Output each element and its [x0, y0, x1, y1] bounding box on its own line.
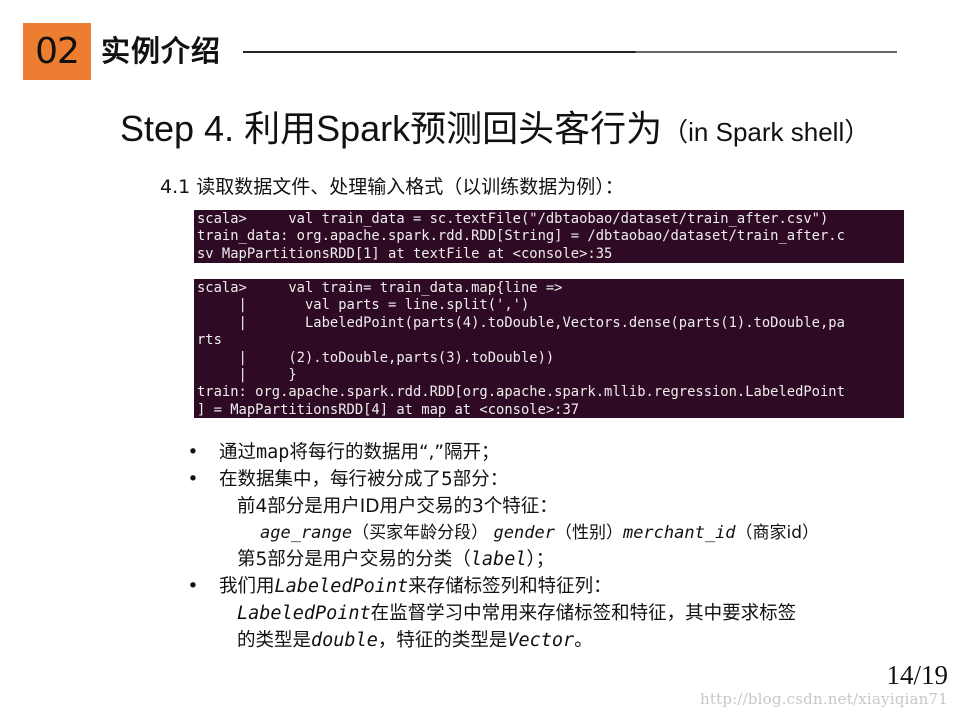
text-fragment: 在监督学习中常用来存储标签和特征，其中要求标签 — [370, 602, 797, 624]
bullet-text: 我们用LabeledPoint来存储标签列和特征列： — [219, 574, 612, 601]
slide-title: Step 4. 利用Spark预测回头客行为（in Spark shell） — [120, 104, 870, 157]
page-number: 14/19 — [886, 660, 948, 690]
sub-item-types: 的类型是double，特征的类型是Vector。 — [186, 628, 956, 655]
text-fragment: 的类型是 — [237, 629, 312, 651]
text-fragment: ，特征的类型是 — [377, 629, 508, 651]
slide-title-paren: （in Spark shell） — [662, 117, 871, 147]
step-subheading: 4.1 读取数据文件、处理输入格式（以训练数据为例）： — [160, 176, 624, 198]
terminal-line: sv MapPartitionsRDD[1] at textFile at <c… — [197, 245, 613, 262]
text-fragment: 来存储标签列和特征列： — [408, 575, 612, 597]
terminal-line: | LabeledPoint(parts(4).toDouble,Vectors… — [197, 314, 845, 331]
bullet-text: 在数据集中，每行被分成了5部分： — [219, 468, 509, 490]
watermark-url: http://blog.csdn.net/xiayiqian71 — [700, 690, 948, 708]
terminal-line: | } — [197, 367, 297, 384]
feature-list: age_range（买家年龄分段） gender（性别）merchant_id（… — [186, 520, 956, 547]
bullet-text: 通过map将每行的数据用“,”隔开； — [219, 440, 500, 467]
terminal-line: train_data: org.apache.spark.rdd.RDD[Str… — [197, 228, 845, 245]
sub-item-text: 第5部分是用户交易的分类（label）； — [237, 547, 554, 574]
bullet-icon: • — [187, 468, 199, 490]
section-number: 02 — [35, 31, 80, 72]
terminal-line: ] = MapPartitionsRDD[4] at map at <conso… — [197, 401, 580, 418]
sub-item-text: 前4部分是用户ID用户交易的3个特征： — [237, 495, 558, 517]
feature-gender: gender — [493, 523, 555, 544]
text-fragment: 将每行的数据用“,”隔开； — [289, 442, 500, 463]
text-fragment: （商家id） — [735, 523, 820, 544]
terminal-line: train: org.apache.spark.rdd.RDD[org.apac… — [197, 384, 845, 401]
terminal-line: | val parts = line.split(',') — [197, 297, 530, 314]
sub-item-labeledpoint-desc: LabeledPoint在监督学习中常用来存储标签和特征，其中要求标签 — [186, 601, 956, 628]
bullet-item-labeledpoint: • 我们用LabeledPoint来存储标签列和特征列： — [186, 574, 956, 601]
terminal-line: rts — [197, 332, 222, 349]
text-fragment: （买家年龄分段） — [352, 523, 494, 544]
sub-item-text: LabeledPoint在监督学习中常用来存储标签和特征，其中要求标签 — [237, 601, 796, 628]
section-number-badge: 02 — [23, 23, 91, 80]
sub-item-fifth-part: 第5部分是用户交易的分类（label）； — [186, 547, 956, 574]
feature-merchant-id: merchant_id — [622, 523, 736, 544]
text-fragment: 我们用 — [219, 575, 275, 597]
text-fragment: （性别） — [554, 523, 623, 544]
bullet-icon: • — [187, 575, 199, 597]
terminal-screenshot-map-labeledpoint: scala> val train= train_data.map{line =>… — [194, 279, 904, 418]
code-fragment: double — [311, 629, 378, 651]
code-fragment: Vector — [507, 629, 575, 651]
header-divider — [243, 51, 897, 53]
text-fragment: 。 — [574, 629, 593, 651]
bullet-icon: • — [187, 442, 199, 463]
feature-list-text: age_range（买家年龄分段） gender（性别）merchant_id（… — [260, 520, 819, 547]
terminal-line: scala> val train_data = sc.textFile("/db… — [197, 211, 829, 227]
bullet-item-five-parts: • 在数据集中，每行被分成了5部分： — [186, 467, 956, 494]
bullet-item-map-split: • 通过map将每行的数据用“,”隔开； — [186, 440, 956, 467]
terminal-screenshot-read-file: scala> val train_data = sc.textFile("/db… — [194, 210, 904, 263]
sub-item-first-four-parts: 前4部分是用户ID用户交易的3个特征： — [186, 494, 956, 521]
code-fragment: LabeledPoint — [237, 602, 371, 624]
terminal-line: | (2).toDouble,parts(3).toDouble)) — [197, 349, 555, 366]
code-fragment: LabeledPoint — [274, 575, 409, 597]
explanation-list: • 通过map将每行的数据用“,”隔开； • 在数据集中，每行被分成了5部分： … — [186, 440, 956, 654]
terminal-line: scala> val train= train_data.map{line => — [197, 280, 563, 296]
code-fragment: label — [470, 549, 527, 571]
slide-title-main: Step 4. 利用Spark预测回头客行为 — [120, 108, 663, 149]
text-fragment: 第5部分是用户交易的分类（ — [237, 549, 471, 571]
sub-item-text: 的类型是double，特征的类型是Vector。 — [237, 628, 593, 655]
text-fragment: ）； — [526, 549, 555, 571]
text-fragment: 通过 — [219, 442, 257, 463]
section-title: 实例介绍 — [101, 34, 222, 68]
feature-age-range: age_range — [260, 523, 353, 544]
code-fragment: map — [256, 442, 290, 463]
